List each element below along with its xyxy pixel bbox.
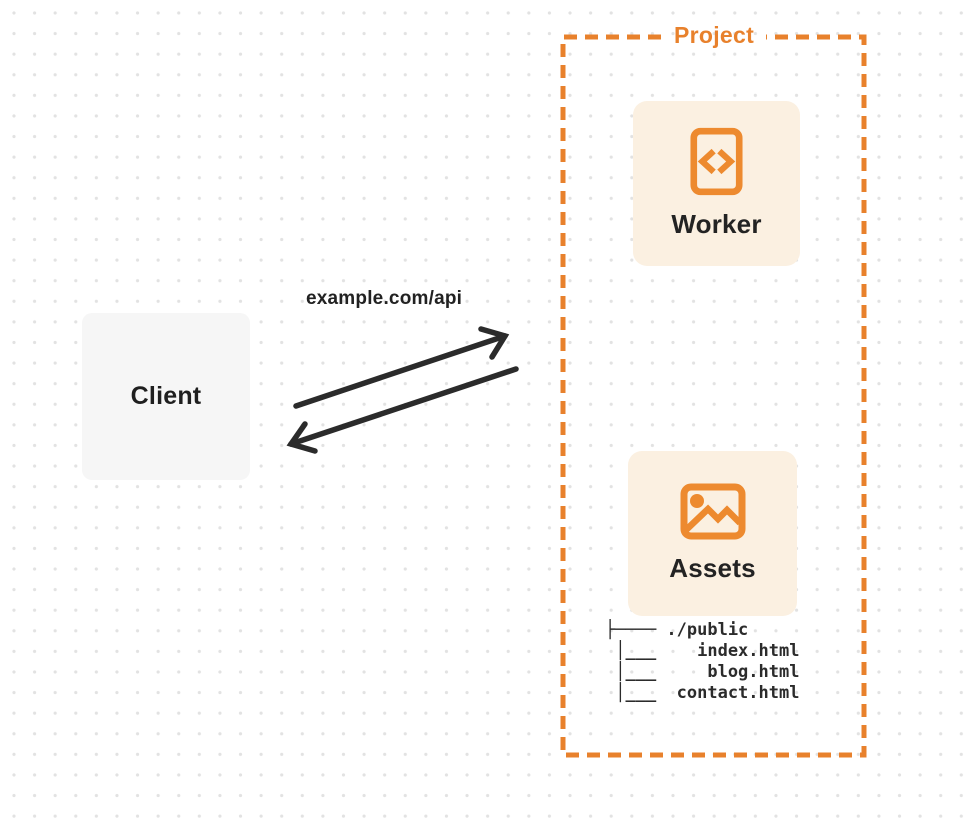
request-arrow [293,326,510,409]
response-arrow [286,366,519,454]
assets-node: Assets [628,451,797,616]
client-label: Client [130,382,202,410]
project-boundary-label: Project [673,22,755,48]
code-file-icon [690,127,743,196]
assets-label: Assets [669,553,756,583]
public-dir-file-tree: ├──── ./public │___ index.html │___ blog… [605,620,800,703]
client-node: Client [82,313,250,480]
worker-node: Worker [633,101,800,266]
image-icon [680,483,745,540]
request-url-label: example.com/api [306,288,463,309]
worker-label: Worker [671,209,762,239]
